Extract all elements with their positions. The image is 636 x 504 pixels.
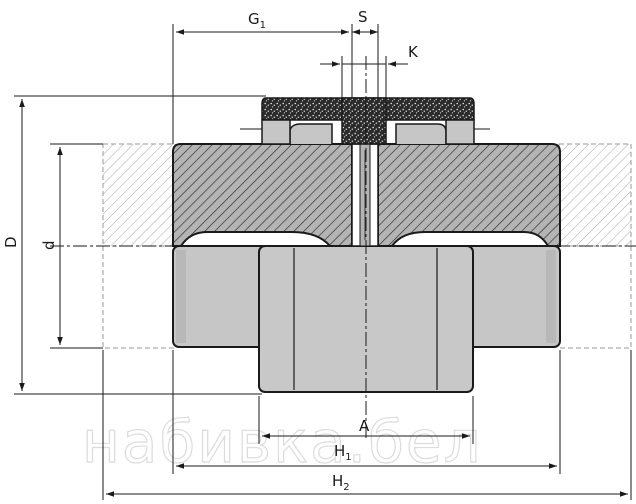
elastomer-tooth	[341, 97, 387, 145]
hub-lower-left-shade	[176, 250, 186, 343]
label-A: A	[359, 417, 370, 435]
ring-outer-left	[261, 119, 291, 145]
label-K: K	[408, 43, 419, 61]
ghost-hub-right-section	[558, 143, 632, 247]
label-H2: H2	[332, 472, 350, 493]
ghost-hub-left-section	[102, 143, 176, 247]
label-H1: H1	[334, 442, 352, 463]
elastomer-ring	[261, 97, 475, 145]
label-d: d	[40, 240, 58, 250]
claw-right	[395, 123, 447, 144]
extension-lines	[14, 24, 632, 500]
ghost-hubs	[102, 143, 632, 349]
label-G1: G1	[248, 10, 266, 31]
hub-lower-body	[172, 245, 561, 393]
dimension-lines	[19, 29, 628, 497]
ghost-hub-left-bore	[102, 246, 175, 349]
hub-section	[172, 123, 561, 247]
ghost-hub-right-bore	[559, 246, 632, 349]
label-D: D	[2, 236, 20, 248]
hub-right-section	[377, 143, 561, 247]
ring-outer-right	[445, 119, 475, 145]
hub-lower-right-shade	[546, 250, 556, 343]
label-S: S	[358, 8, 368, 26]
claw-left	[289, 123, 333, 144]
hub-left-section	[172, 143, 353, 247]
